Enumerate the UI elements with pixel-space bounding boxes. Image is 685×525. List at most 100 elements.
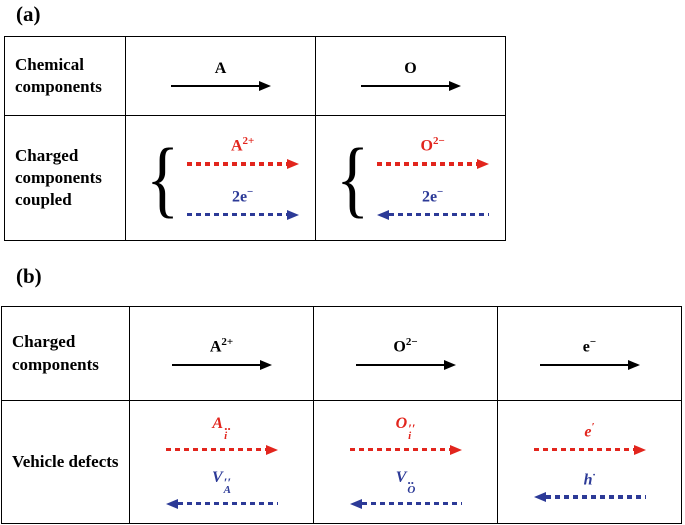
dotted-arrow-right: [165, 444, 278, 456]
cell-defects-electron: e′ h·: [497, 400, 682, 524]
cell-defects-O: O′′i V··O: [313, 400, 498, 524]
table-a: Chemical components A O Charged componen…: [4, 36, 506, 241]
arrow-shaft: [170, 84, 259, 88]
cell-chemical-O: O: [315, 36, 506, 116]
defect-flows-electron: e′ h·: [500, 421, 679, 503]
flow-defect-hdot: h·: [533, 468, 646, 504]
table-b: Charged components A2+ O2− e−: [1, 306, 682, 524]
symbol-base: A: [212, 414, 224, 432]
symbol-sup: −: [247, 186, 254, 198]
solid-arrow-right: [355, 359, 456, 371]
arrow-left-head-icon: [349, 498, 362, 509]
defect-label-Oi: O′′i: [396, 415, 416, 442]
flow-defect-VA: V′′A: [165, 469, 278, 510]
arrow-shaft: [545, 495, 646, 499]
arrow-right-head-icon: [476, 159, 489, 169]
row-header-charged-components: Charged components: [12, 332, 99, 374]
coupled-flows-A: A2+ 2e−: [186, 135, 299, 221]
flow-defect-Ai: A··i: [165, 415, 278, 456]
symbol-stack: ··O: [407, 476, 415, 496]
charged-label-A2plus: A2+: [210, 336, 233, 357]
chemical-label-O: O: [404, 60, 416, 78]
symbol-base: e: [582, 338, 590, 356]
flow-chemical-A: A: [170, 60, 271, 92]
dotted-arrow-left: [376, 209, 489, 221]
solid-arrow-right: [171, 359, 272, 371]
charged-label-O2minus: O2−: [421, 135, 445, 156]
table-b-row1-header-cell: Charged components: [1, 306, 130, 401]
symbol-base: A: [214, 59, 227, 77]
arrow-left-head-icon: [533, 492, 546, 503]
symbol-base: O: [420, 137, 433, 155]
symbol-sup: 2+: [242, 135, 255, 148]
cell-coupled-A: { A2+ 2e−: [125, 115, 316, 241]
symbol-sup: −: [589, 336, 597, 349]
solid-arrow-right: [539, 359, 640, 371]
coupled-group-O: { O2− 2e−: [318, 135, 503, 221]
charged-label-2e: 2e−: [232, 186, 253, 207]
symbol-base: O: [404, 59, 417, 77]
cell-defects-A: A··i V′′A: [129, 400, 314, 524]
symbol-base: V: [395, 468, 407, 486]
coupled-group-A: { A2+ 2e−: [128, 135, 313, 221]
solid-arrow-right: [360, 80, 461, 92]
cell-charged-A2plus: A2+: [129, 306, 314, 401]
chemical-label-A: A: [215, 60, 227, 78]
cell-coupled-O: { O2− 2e−: [315, 115, 506, 241]
arrow-shaft: [361, 501, 462, 506]
arrow-shaft: [360, 84, 449, 88]
arrow-shaft: [376, 162, 477, 166]
symbol-base: 2e: [421, 188, 438, 206]
defect-label-VO: V··O: [396, 469, 416, 496]
curly-brace-icon: {: [146, 130, 180, 226]
coupled-flows-O: O2− 2e−: [376, 135, 489, 221]
symbol-base: A: [230, 137, 243, 155]
table-b-row2-header-cell: Vehicle defects: [1, 400, 130, 524]
arrow-shaft: [171, 363, 260, 367]
dotted-arrow-right: [186, 209, 299, 221]
symbol-base: V: [211, 468, 223, 486]
symbol-stack: ′′A: [224, 476, 231, 496]
table-a-row2-header-cell: Charged components coupled: [4, 115, 126, 241]
charged-label-O2minus: O2−: [393, 336, 417, 357]
charged-label-electron: e−: [583, 336, 596, 357]
flow-defect-Oi: O′′i: [349, 415, 462, 456]
panel-b-label: (b): [16, 264, 42, 288]
symbol-base: 2e: [231, 188, 248, 206]
flow-defect-eprime: e′: [533, 420, 646, 456]
symbol-sub: A: [223, 483, 231, 496]
arrow-shaft: [533, 447, 634, 452]
symbol-sup: 2−: [432, 135, 445, 148]
symbol-base: O: [395, 414, 408, 432]
panel-a-label: (a): [16, 2, 41, 26]
arrow-right-head-icon: [286, 209, 299, 220]
flow-charged-A2plus: A2+: [186, 135, 299, 170]
dotted-arrow-right: [186, 158, 299, 170]
symbol-sup: −: [437, 186, 444, 198]
arrow-shaft: [349, 447, 450, 452]
arrow-right-head-icon: [627, 359, 640, 370]
arrow-right-head-icon: [259, 359, 272, 370]
dotted-arrow-right: [533, 444, 646, 456]
symbol-stack: ··i: [224, 422, 231, 442]
flow-defect-VO: V··O: [349, 469, 462, 510]
arrow-shaft: [186, 212, 287, 217]
symbol-sup: ′: [591, 420, 595, 433]
defect-label-Ai: A··i: [212, 415, 230, 442]
arrow-right-head-icon: [258, 81, 271, 92]
arrow-right-head-icon: [265, 444, 278, 455]
row-header-charged-components-coupled: Charged components coupled: [15, 145, 102, 210]
symbol-sup: 2+: [221, 336, 234, 349]
dotted-arrow-right: [376, 158, 489, 170]
symbol-sup: ′′: [223, 474, 231, 490]
solid-arrow-right: [170, 80, 271, 92]
row-header-chemical-components: Chemical components: [15, 54, 102, 96]
flow-charged-2e-O: 2e−: [376, 186, 489, 221]
cell-charged-electron: e−: [497, 306, 682, 401]
symbol-sup: ·: [592, 468, 596, 481]
defect-label-VA: V′′A: [212, 469, 231, 496]
arrow-right-head-icon: [633, 444, 646, 455]
charged-label-2e: 2e−: [422, 186, 443, 207]
symbol-sub: i: [408, 429, 412, 442]
